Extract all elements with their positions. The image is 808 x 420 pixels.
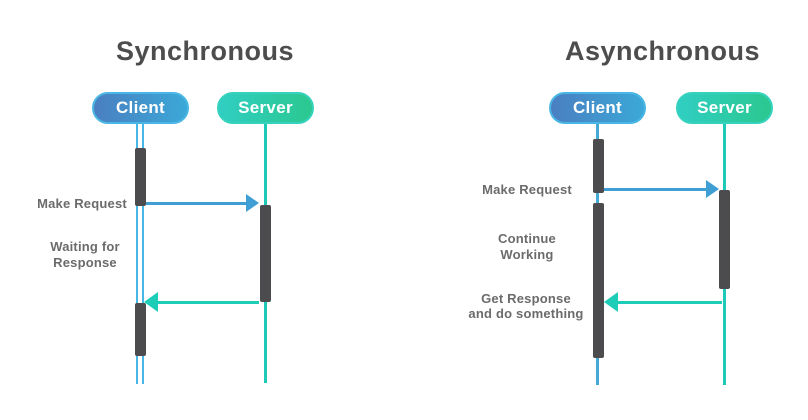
sync-client-actor-label: Client (115, 98, 166, 117)
sync-client-activation-1 (135, 148, 146, 206)
async-server-actor-label: Server (697, 98, 752, 117)
sync-client-activation-2 (135, 303, 146, 356)
sync-response-arrowhead-icon (144, 292, 158, 312)
sync-server-activation (260, 205, 271, 302)
async-client-actor-label: Client (572, 98, 623, 117)
async-request-label: Make Request (482, 182, 572, 197)
async-client-actor: Client (549, 92, 646, 124)
sync-request-arrowhead-icon (246, 194, 259, 212)
sync-title: Synchronous (115, 36, 295, 66)
sync-waiting-label: Waiting for Response (30, 239, 140, 271)
async-title: Asynchronous (564, 36, 761, 66)
async-server-activation (719, 190, 730, 289)
async-client-activation-2 (593, 203, 604, 358)
sync-request-label: Make Request (37, 196, 127, 211)
async-client-activation-1 (593, 139, 604, 193)
sync-client-actor: Client (92, 92, 189, 124)
async-request-arrow-line (604, 188, 706, 191)
async-response-label-line2: and do something (468, 306, 584, 321)
async-response-arrow-line (618, 301, 722, 304)
async-continue-label-line2: Working (500, 247, 554, 262)
async-request-arrowhead-icon (706, 180, 719, 198)
sync-client-lifeline (136, 124, 144, 384)
sync-response-arrow-line (158, 301, 259, 304)
sync-waiting-label-line1: Waiting for (50, 239, 120, 254)
sync-server-actor-label: Server (238, 98, 293, 117)
sync-waiting-label-line2: Response (53, 255, 117, 270)
async-continue-label-line1: Continue (498, 231, 556, 246)
async-response-arrowhead-icon (604, 292, 618, 312)
sync-server-actor: Server (217, 92, 314, 124)
async-continue-label: Continue Working (470, 231, 584, 263)
async-server-actor: Server (676, 92, 773, 124)
async-response-label-line1: Get Response (481, 291, 571, 306)
async-response-label: Get Response and do something (459, 291, 593, 321)
sync-request-arrow-line (146, 202, 247, 205)
